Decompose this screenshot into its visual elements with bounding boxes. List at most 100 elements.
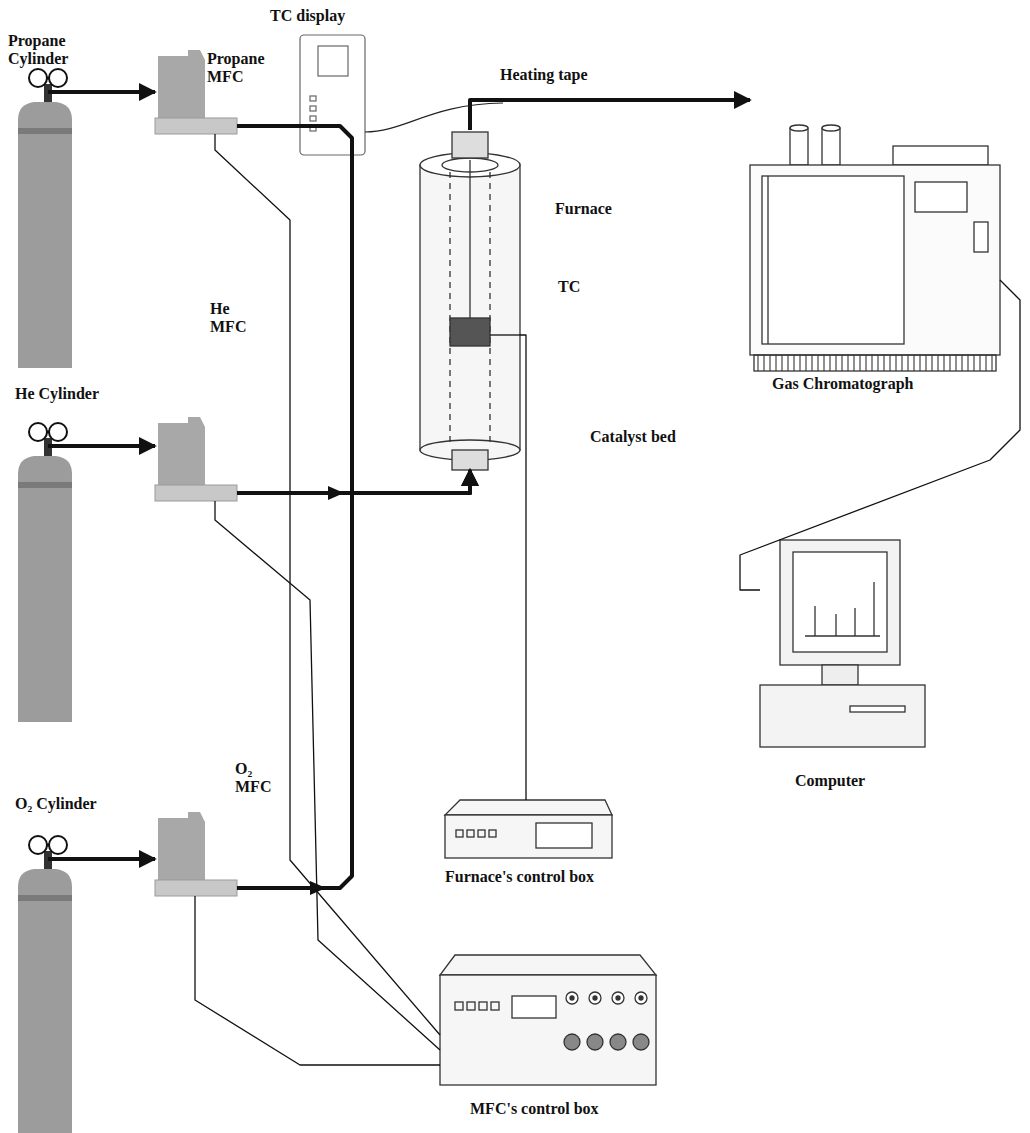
furnace (489, 172, 490, 446)
furnace-control-box (489, 830, 496, 837)
tc-display (310, 116, 316, 121)
furnace (449, 172, 450, 446)
tc-display (310, 106, 316, 111)
equipment-label: TC display (270, 7, 345, 25)
computer (873, 582, 874, 636)
equipment-label: Furnace's control box (445, 868, 594, 886)
mass-flow-controller: Propane MFC (155, 50, 237, 134)
part-label: TC (558, 278, 580, 296)
furnace-control-box (536, 823, 592, 848)
mfc-control-box (479, 1002, 487, 1010)
equipment-label: O₂ MFC (235, 760, 280, 796)
computer (814, 606, 815, 636)
furnace (469, 160, 470, 318)
tc-display: TC display (300, 35, 365, 155)
gas-chromatograph (790, 128, 808, 165)
mfc-control-box (635, 992, 647, 1004)
equipment-label: O₂ Cylinder (15, 795, 97, 813)
mfc-control-box (512, 996, 556, 1018)
furnace (420, 132, 520, 470)
computer (854, 608, 855, 636)
mfc-control-box (440, 975, 656, 1085)
mfc-control-box (467, 1002, 475, 1010)
signal-wire (520, 335, 526, 800)
gas-line (72, 857, 155, 861)
apparatus-illustration (155, 812, 237, 896)
mfc-control-box (589, 992, 601, 1004)
gas-line (72, 90, 155, 94)
computer (835, 614, 836, 636)
computer (793, 552, 887, 652)
equipment-label: Gas Chromatograph (772, 375, 914, 393)
gas-line (237, 126, 470, 493)
computer (760, 540, 925, 747)
mfc-control-box (612, 992, 624, 1004)
computer (850, 706, 905, 712)
gas-cylinder: O₂ Cylinder (18, 835, 72, 1133)
mass-flow-controller: O₂ MFC (155, 812, 237, 896)
gas-chromatograph (762, 176, 904, 344)
mfc-control-box (570, 996, 574, 1000)
mfc-control-box (610, 1034, 626, 1050)
mass-flow-controller: He MFC (155, 417, 237, 501)
tc-display (318, 46, 348, 76)
gas-chromatograph (822, 125, 840, 131)
mfc-control-box (633, 1034, 649, 1050)
furnace-control-box (456, 830, 463, 837)
furnace-control-box (445, 800, 612, 858)
gas-chromatograph (750, 165, 1000, 355)
mfc-control-box (491, 1002, 499, 1010)
apparatus-illustration (18, 69, 72, 368)
signal-wire (215, 134, 440, 1035)
furnace-control-box (445, 800, 612, 815)
tc-display (300, 35, 365, 155)
part-label: Heating tape (500, 66, 588, 84)
gas-line (470, 100, 750, 130)
mfc-control-box (455, 1002, 463, 1010)
control-box: MFC's control box (440, 955, 656, 1085)
furnace (452, 450, 488, 470)
gas-chromatograph (915, 182, 967, 212)
equipment-label: He MFC (210, 300, 260, 336)
heating-tape-wire (365, 103, 503, 132)
computer (780, 540, 900, 665)
furnace-control-box (445, 815, 612, 858)
mfc-control-box (566, 992, 578, 1004)
gas-chromatograph (767, 176, 768, 344)
furnace (452, 132, 488, 158)
equipment-label: He Cylinder (15, 385, 99, 403)
furnace-control-box (467, 830, 474, 837)
mfc-control-box (639, 996, 643, 1000)
computer: Computer (760, 540, 925, 748)
signal-wire (740, 280, 1020, 590)
gas-chromatograph: Gas Chromatograph (750, 95, 1000, 372)
furnace-control-box (478, 830, 485, 837)
flow-arrowheads (306, 119, 344, 895)
tc-display (300, 35, 365, 155)
computer (760, 685, 925, 747)
mfc-control-box (587, 1034, 603, 1050)
apparatus-illustration (155, 417, 237, 501)
control-box: Furnace's control box (445, 800, 612, 858)
gas-line (72, 444, 155, 448)
gas-chromatograph (790, 125, 808, 131)
gas-chromatograph (893, 146, 988, 165)
mfc-control-box (564, 1034, 580, 1050)
equipment-label: MFC's control box (470, 1100, 599, 1118)
signal-wire (215, 501, 440, 1050)
gas-chromatograph (754, 355, 996, 371)
equipment-label: Propane MFC (207, 50, 297, 86)
equipment-label: Propane Cylinder (8, 32, 88, 68)
signal-wire (195, 896, 440, 1065)
mfc-control-box (616, 996, 620, 1000)
computer (822, 665, 858, 685)
gas-chromatograph (750, 125, 1000, 371)
furnace: Furnace (420, 130, 520, 470)
gas-line (237, 470, 470, 888)
tc-display (310, 96, 316, 101)
computer (805, 635, 880, 636)
mfc-control-box (440, 955, 656, 1085)
gas-chromatograph (974, 222, 988, 252)
